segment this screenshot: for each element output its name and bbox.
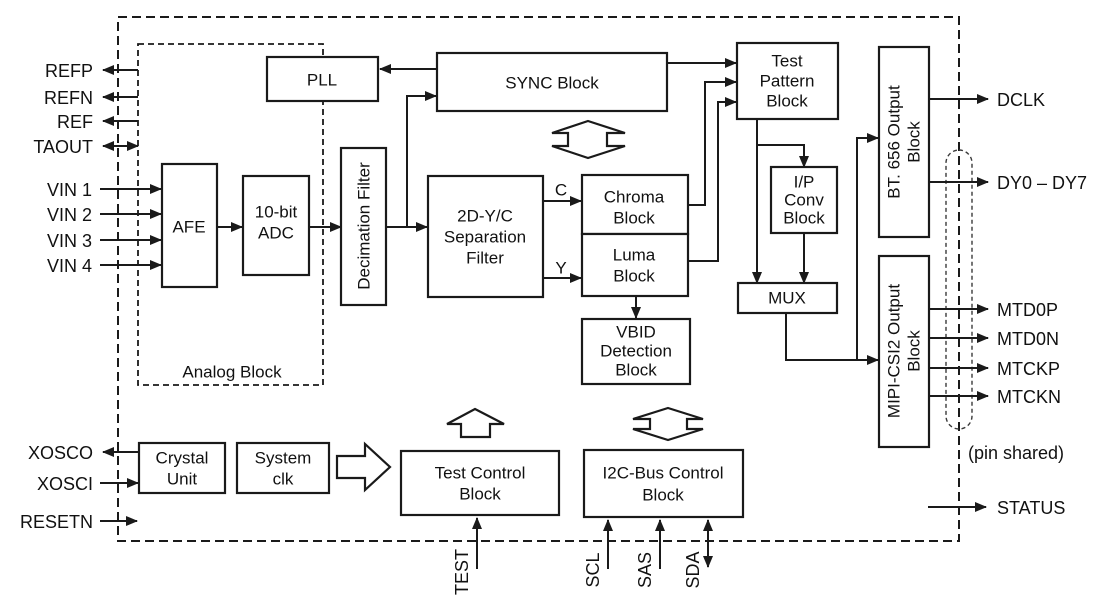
pin-label-refn: REFN — [44, 88, 93, 108]
pin-label-vin4: VIN 4 — [47, 256, 92, 276]
crystal-unit-block: Crystal Unit — [137, 441, 227, 495]
ydc-separation-filter-block: 2D-Y/C Separation Filter — [426, 174, 545, 299]
luma-block: Luma Block — [580, 232, 690, 298]
analog-block-label: Analog Block — [182, 363, 282, 382]
system-clk-block: System clk — [235, 441, 331, 495]
decimation-filter-label: Decimation Filter — [355, 162, 374, 290]
sync-block: SYNC Block — [435, 51, 669, 113]
mipi-label-line1: MIPI-CSI2 Output — [885, 284, 904, 418]
sysclk-label-line2: clk — [273, 470, 294, 489]
bt656-label-line2: Block — [905, 121, 924, 163]
pin-label-xosco: XOSCO — [28, 443, 93, 463]
crystal-label-line1: Crystal — [156, 449, 209, 468]
mux-block: MUX — [736, 281, 839, 315]
vbid-label-line3: Block — [615, 361, 657, 380]
pin-label-mtd0n: MTD0N — [997, 329, 1059, 349]
test-pattern-block: Test Pattern Block — [735, 41, 840, 121]
vbid-label-line1: VBID — [616, 323, 656, 342]
ip-conv-label-line2: Conv — [784, 191, 824, 210]
wire-mux-to-bt656 — [856, 133, 879, 360]
ip-conv-label-line1: I/P — [794, 173, 815, 192]
pin-label-vin2: VIN 2 — [47, 205, 92, 225]
test-control-label-line1: Test Control — [435, 464, 526, 483]
chroma-label-line2: Block — [613, 209, 655, 228]
pin-label-mtd0p: MTD0P — [997, 300, 1058, 320]
wire-chroma-to-testpattern — [688, 77, 737, 206]
i2c-label-line2: Block — [642, 486, 684, 505]
bt656-label-line1: BT. 656 Output — [885, 85, 904, 199]
adc-label-line2: ADC — [258, 224, 294, 243]
pll-label: PLL — [307, 71, 337, 90]
chroma-signal-label: C — [555, 181, 567, 200]
test-control-block: Test Control Block — [399, 449, 561, 517]
wire-testpattern-to-ipconv — [757, 144, 809, 168]
adc-block: 10-bit ADC — [241, 174, 311, 277]
pin-label-mtckn: MTCKN — [997, 387, 1061, 407]
wire-decimation-to-sync — [406, 91, 437, 227]
pin-label-dy0-dy7: DY0 – DY7 — [997, 173, 1087, 193]
pin-label-sda: SDA — [683, 551, 703, 588]
ydc-label-line3: Filter — [466, 249, 504, 268]
pin-label-xosci: XOSCI — [37, 474, 93, 494]
ydc-label-line2: Separation — [444, 228, 526, 247]
chip-boundary — [117, 16, 960, 542]
pin-label-status: STATUS — [997, 498, 1065, 518]
up-arrow-testcontrol-icon — [446, 407, 505, 439]
pin-label-taout: TAOUT — [33, 137, 93, 157]
ydc-label-line1: 2D-Y/C — [457, 207, 513, 226]
test-control-label-line2: Block — [459, 485, 501, 504]
ip-conv-label-line3: Block — [783, 209, 825, 228]
pin-shared-annotation: (pin shared) — [968, 443, 1064, 463]
vbid-detection-block: VBID Detection Block — [580, 317, 692, 386]
test-pattern-label-line2: Pattern — [760, 72, 815, 91]
afe-block: AFE — [160, 162, 219, 289]
luma-label-line2: Block — [613, 267, 655, 286]
pin-label-dclk: DCLK — [997, 90, 1045, 110]
crystal-label-line2: Unit — [167, 470, 198, 489]
pin-label-resetn: RESETN — [20, 512, 93, 532]
wire-mux-to-mipi — [785, 313, 879, 365]
luma-label-line1: Luma — [613, 246, 656, 265]
sysclk-label-line1: System — [255, 449, 312, 468]
pin-label-scl: SCL — [583, 552, 603, 587]
decimation-filter-block: Decimation Filter — [339, 146, 388, 307]
ip-conv-block: I/P Conv Block — [769, 165, 839, 235]
adc-label-line1: 10-bit — [255, 203, 298, 222]
right-arrow-sysclk-icon — [335, 441, 392, 493]
afe-label: AFE — [172, 218, 205, 237]
mux-label: MUX — [768, 289, 806, 308]
i2c-label-line1: I2C-Bus Control — [603, 464, 724, 483]
updown-arrow-sync-icon — [551, 119, 626, 160]
i2c-bus-control-block: I2C-Bus Control Block — [582, 448, 745, 519]
chroma-block: Chroma Block — [580, 173, 690, 236]
pin-shared-capsule — [945, 149, 973, 430]
mipi-label-line2: Block — [905, 330, 924, 372]
pll-block: PLL — [265, 55, 380, 103]
wire-luma-to-testpattern — [688, 97, 737, 262]
pin-label-refp: REFP — [45, 61, 93, 81]
mipi-csi2-output-block: MIPI-CSI2 Output Block — [877, 254, 931, 449]
test-pattern-label-line3: Block — [766, 92, 808, 111]
pin-label-sas: SAS — [635, 552, 655, 588]
bt656-output-block: BT. 656 Output Block — [877, 45, 931, 239]
test-pattern-label-line1: Test — [771, 52, 802, 71]
updown-arrow-i2c-icon — [632, 406, 704, 442]
pin-label-ref: REF — [57, 112, 93, 132]
pin-label-mtckp: MTCKP — [997, 359, 1060, 379]
sync-label: SYNC Block — [505, 74, 599, 93]
pin-label-vin1: VIN 1 — [47, 180, 92, 200]
pin-label-test: TEST — [452, 549, 472, 595]
chroma-label-line1: Chroma — [604, 188, 665, 207]
luma-signal-label: Y — [555, 259, 566, 278]
vbid-label-line2: Detection — [600, 342, 672, 361]
pin-label-vin3: VIN 3 — [47, 231, 92, 251]
